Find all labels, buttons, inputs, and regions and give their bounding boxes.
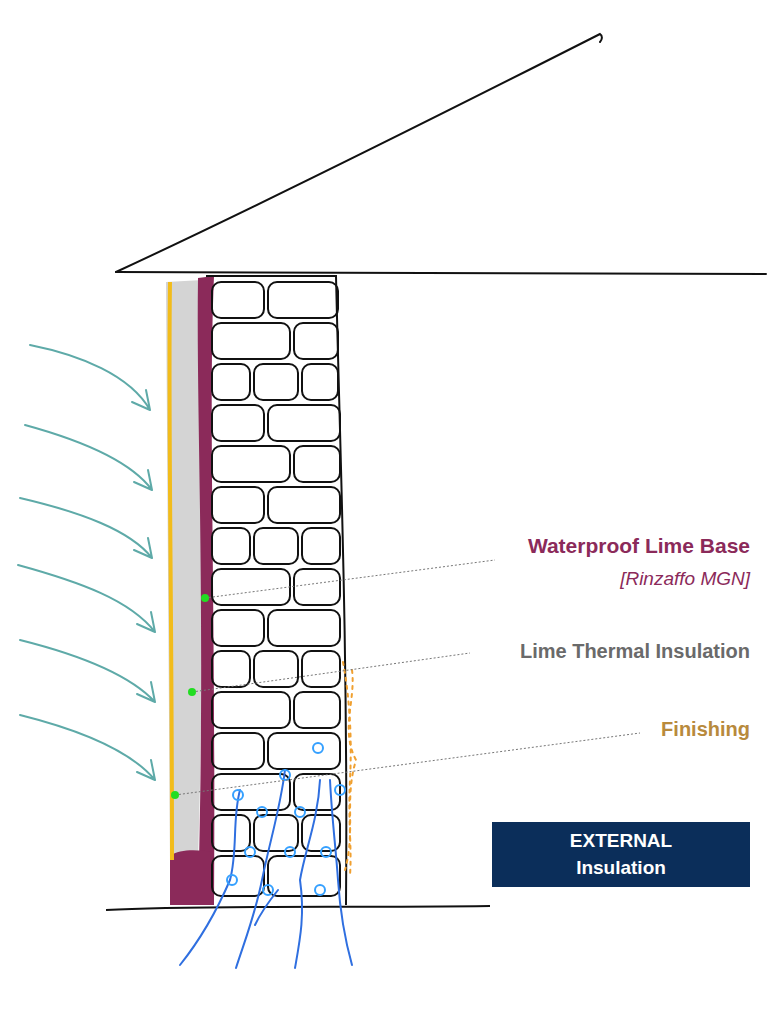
- stone: [302, 364, 338, 400]
- badge-text: EXTERNAL Insulation: [556, 828, 686, 881]
- damp-spot: [321, 847, 331, 857]
- weather-arrow: [20, 640, 155, 702]
- stone: [212, 405, 264, 441]
- damp-spot: [335, 785, 345, 795]
- damp-path: [236, 770, 285, 968]
- salt-efflorescence: [343, 662, 356, 875]
- wall-outline: [206, 276, 346, 905]
- damp-spot: [295, 807, 305, 817]
- layer-label: Waterproof Lime Base: [528, 534, 750, 558]
- stone: [302, 651, 340, 687]
- layer-label: Finishing: [661, 718, 750, 741]
- product-label: [Rinzaffo MGN]: [620, 568, 750, 590]
- stone: [268, 405, 340, 441]
- damp-spot: [315, 885, 325, 895]
- stone: [212, 651, 250, 687]
- damp-spot: [245, 847, 255, 857]
- leader-line: [205, 560, 495, 598]
- stone: [294, 323, 338, 359]
- stone: [254, 651, 298, 687]
- efflorescence-mark: [345, 670, 356, 870]
- badge-text-group: EXTERNAL Insulation: [556, 828, 686, 881]
- stone: [294, 569, 340, 605]
- wind-rain-arrows: [18, 345, 155, 780]
- leader-lines: [175, 560, 640, 795]
- leader-dot: [171, 791, 179, 799]
- ground-line: [106, 906, 490, 910]
- weather-arrow: [18, 565, 155, 632]
- damp-spot: [257, 807, 267, 817]
- weather-arrow: [20, 498, 152, 558]
- leader-dots: [171, 594, 209, 799]
- weather-arrow: [30, 345, 150, 410]
- roof: [116, 34, 766, 274]
- leader-dot: [188, 688, 196, 696]
- stone: [212, 528, 250, 564]
- stone: [212, 569, 290, 605]
- stone: [268, 733, 340, 769]
- damp-spot: [285, 847, 295, 857]
- stone: [302, 528, 340, 564]
- leader-line: [192, 653, 470, 692]
- stone: [294, 692, 340, 728]
- stone: [254, 528, 298, 564]
- title-badge: EXTERNAL Insulation: [492, 822, 750, 887]
- stone: [212, 323, 290, 359]
- rising-damp: [180, 770, 352, 968]
- damp-path: [295, 780, 320, 968]
- stone: [212, 446, 290, 482]
- layer-label: Lime Thermal Insulation: [520, 640, 750, 663]
- damp-spot: [263, 885, 273, 895]
- stones: [206, 276, 346, 905]
- stone: [212, 733, 264, 769]
- damp-spot: [280, 770, 290, 780]
- stone: [294, 446, 340, 482]
- stone: [212, 487, 264, 523]
- damp-spots: [227, 743, 345, 895]
- stone: [254, 364, 298, 400]
- base-plinth: [170, 850, 214, 905]
- stone: [268, 610, 340, 646]
- damp-spot: [313, 743, 323, 753]
- weather-arrow: [20, 715, 155, 780]
- insulation-layer: [166, 280, 203, 862]
- stone: [212, 610, 264, 646]
- finishing-layer: [169, 282, 172, 860]
- leader-dot: [201, 594, 209, 602]
- stone: [212, 692, 290, 728]
- weather-arrow: [25, 425, 152, 490]
- efflorescence-mark: [343, 662, 351, 875]
- roof-slope: [116, 34, 602, 272]
- damp-path: [180, 790, 240, 965]
- stone: [212, 856, 264, 896]
- leader-line: [175, 733, 640, 795]
- damp-spot: [227, 875, 237, 885]
- damp-spot: [233, 790, 243, 800]
- stone: [212, 364, 250, 400]
- stone: [268, 282, 338, 318]
- roof-eave: [116, 272, 766, 274]
- stone: [268, 487, 340, 523]
- stone: [212, 815, 250, 851]
- stone: [212, 282, 264, 318]
